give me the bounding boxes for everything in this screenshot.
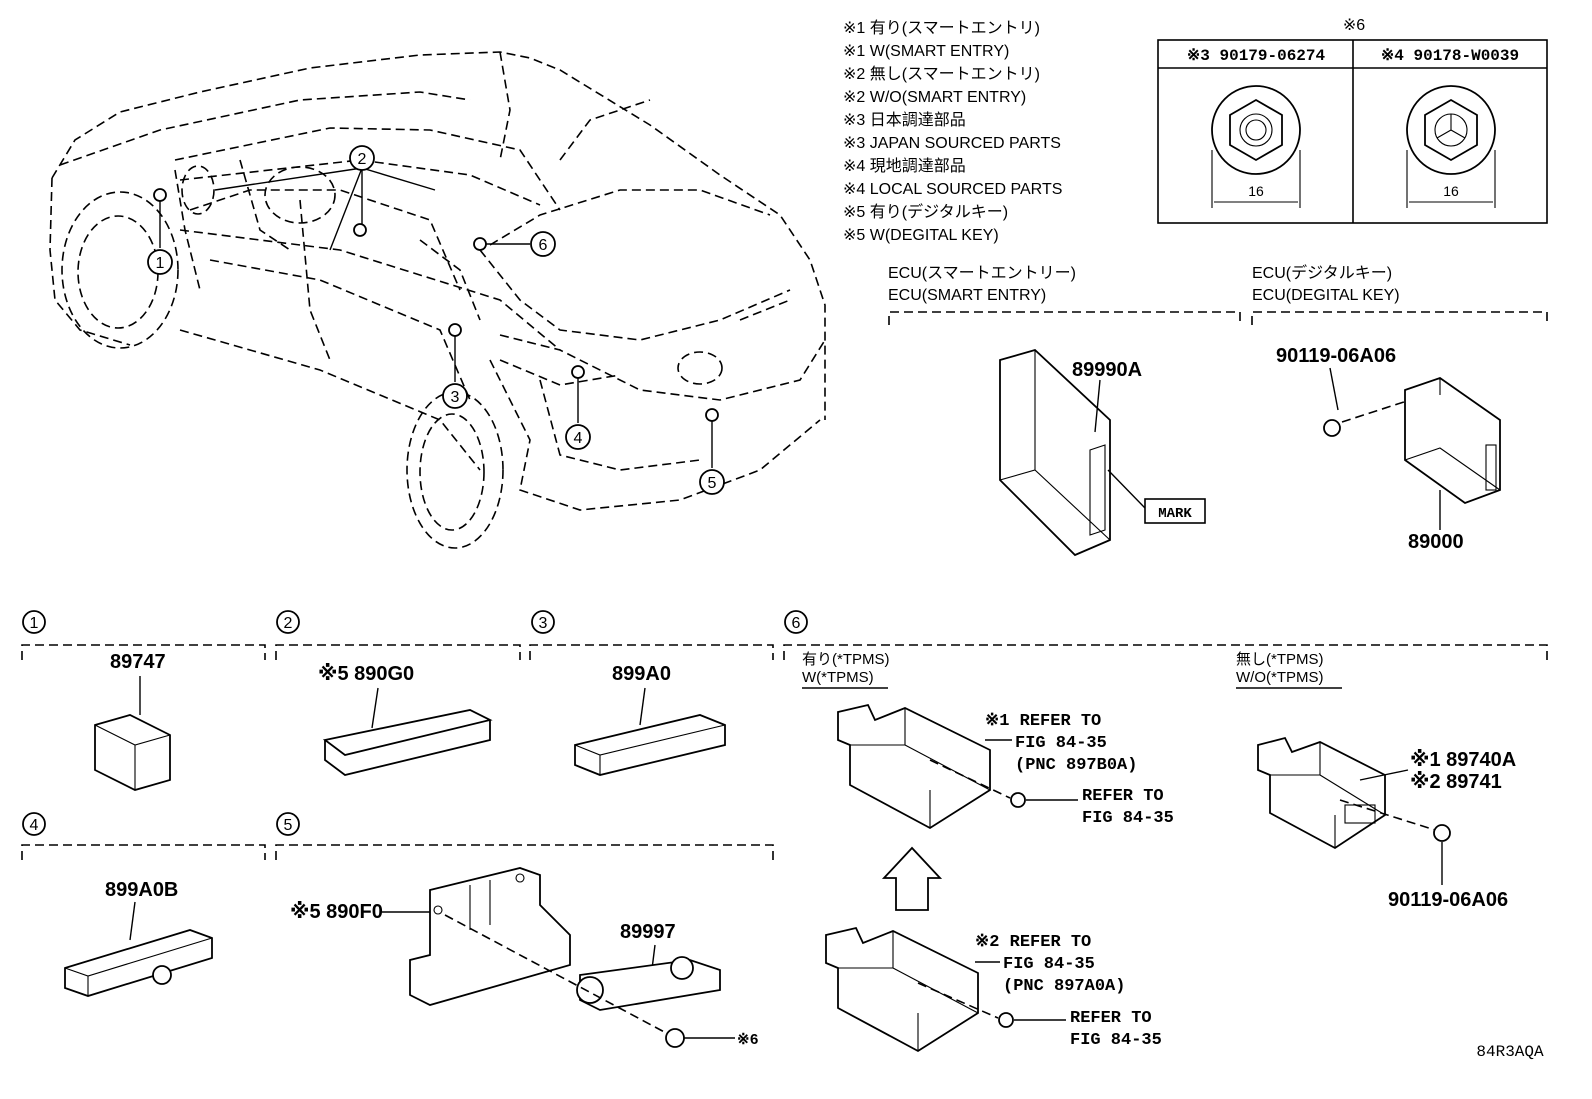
note-line: ※1 W(SMART ENTRY) [843,43,1009,60]
ref-bolt2-a: REFER TO [1070,1009,1152,1028]
ecu-smart-key [1257,736,1386,850]
section-5: 5 ※5 890F0 89997 ※6 [275,812,774,1049]
section-4-part: 899A0B [105,879,178,901]
callout-6-circle [530,231,556,257]
callout-6: 6 [539,237,548,254]
section-5-nut-ref: ※6 [737,1032,759,1049]
ecu-smart-label-en: ECU(SMART ENTRY) [888,287,1046,304]
note-line: ※1 有り(スマートエントリ) [843,19,1040,37]
ref-bolt-b: FIG 84-35 [1082,809,1174,828]
ref2-c: (PNC 897A0A) [1003,977,1125,996]
callout-2: 2 [358,151,367,168]
antenna-890G0 [322,709,493,776]
ecu-smart-label-jp: ECU(スマートエントリー) [888,265,1076,282]
with-tpms-jp: 有り(*TPMS) [802,651,890,668]
section-4-num: 4 [30,817,39,834]
nut-table-title: ※6 [1343,17,1365,34]
section-3-part: 899A0 [612,663,671,685]
ref-bolt2-b: FIG 84-35 [1070,1031,1162,1050]
antenna-899A0B [64,929,213,997]
nut-dim-2: 16 [1443,183,1459,199]
nut-col1-label: ※3 90179-06274 [1187,47,1326,65]
note-line: ※2 無し(スマートエントリ) [843,65,1040,83]
car-illustration: 1 2 3 4 5 6 [49,51,826,549]
ecu-tpms-lower [825,926,979,1053]
bolt-icon [1010,792,1026,808]
ecu-digital-label-en: ECU(DEGITAL KEY) [1252,287,1400,304]
callout-2-circle [349,145,375,171]
section-6-bolt: 90119-06A06 [1388,889,1508,911]
ref-bolt-a: REFER TO [1082,787,1164,806]
bolt-icon [1433,824,1451,842]
nut-col2-label: ※4 90178-W0039 [1381,47,1519,65]
section-2-part: ※5 890G0 [318,663,414,685]
callout-5: 5 [708,475,717,492]
antenna-899A0 [574,714,726,776]
mark-label: MARK [1158,506,1192,522]
note-line: ※3 JAPAN SOURCED PARTS [843,135,1061,152]
callout-5-circle [699,469,725,495]
section-3-num: 3 [539,615,548,632]
section-6-num: 6 [792,615,801,632]
ecu-digital-part-number: 89000 [1408,531,1464,553]
nut-dim-1: 16 [1248,183,1264,199]
with-tpms-en: W(*TPMS) [802,669,874,686]
section-6: 6 有り(*TPMS) W(*TPMS) 無し(*TPMS) W/O(*TPMS… [783,610,1548,1053]
note-line: ※2 W/O(SMART ENTRY) [843,89,1026,106]
nut-table: ※6 ※3 90179-06274 ※4 90178-W0039 16 16 [1157,17,1548,224]
section-5-part: 89997 [620,921,676,943]
callout-4: 4 [574,430,583,447]
ecu-digital-bolt-number: 90119-06A06 [1276,345,1396,367]
note-line: ※5 有り(デジタルキー) [843,202,1008,221]
ref2-b: FIG 84-35 [1003,955,1095,974]
callout-1-circle [147,249,173,275]
ecu-smart-part-number: 89990A [1072,359,1142,381]
ref1-c: (PNC 897B0A) [1015,756,1137,775]
callout-4-circle [565,424,591,450]
callout-3: 3 [451,389,460,406]
ecu-digital-label-jp: ECU(デジタルキー) [1252,263,1392,282]
callout-1: 1 [156,255,165,272]
ref1-b: FIG 84-35 [1015,734,1107,753]
note-line: ※4 LOCAL SOURCED PARTS [843,181,1062,198]
part-89740A: ※1 89740A [1410,749,1516,771]
sensor-89747 [94,714,171,791]
mark-box [1144,498,1206,524]
ref2-a: ※2 REFER TO [975,933,1091,952]
note-line: ※3 日本調達部品 [843,111,966,129]
section-4: 4 899A0B [21,812,266,997]
bracket-890F0 [409,867,571,1006]
section-1-num: 1 [30,615,39,632]
section-1: 1 89747 [21,610,266,791]
bolt-icon [998,1012,1014,1028]
ref1-a: ※1 REFER TO [985,712,1101,731]
callout-3-circle [442,383,468,409]
section-2: 2 ※5 890G0 [275,610,521,776]
ecu-smart-entry-group: ECU(スマートエントリー) ECU(SMART ENTRY) 89990A M… [888,265,1241,557]
part-89741: ※2 89741 [1410,771,1502,793]
section-5-num: 5 [284,817,293,834]
nut-icon [665,1028,685,1048]
arrow-up-icon [881,846,943,911]
note-line: ※4 現地調達部品 [843,157,966,175]
catalog-code: 84R3AQA [1476,1043,1544,1061]
bolt-icon [1323,419,1341,437]
section-1-part: 89747 [110,651,166,673]
without-tpms-en: W/O(*TPMS) [1236,669,1324,686]
section-5-bracket: ※5 890F0 [290,901,383,923]
section-3: 3 899A0 [529,610,774,776]
note-line: ※5 W(DEGITAL KEY) [843,227,999,244]
without-tpms-jp: 無し(*TPMS) [1236,651,1324,668]
section-2-num: 2 [284,615,293,632]
notes-legend: ※1 有り(スマートエントリ) ※1 W(SMART ENTRY) ※2 無し(… [843,19,1062,244]
ecu-digital-key-group: ECU(デジタルキー) ECU(DEGITAL KEY) 90119-06A06… [1251,263,1548,553]
ecu-tpms-upper [837,703,991,830]
